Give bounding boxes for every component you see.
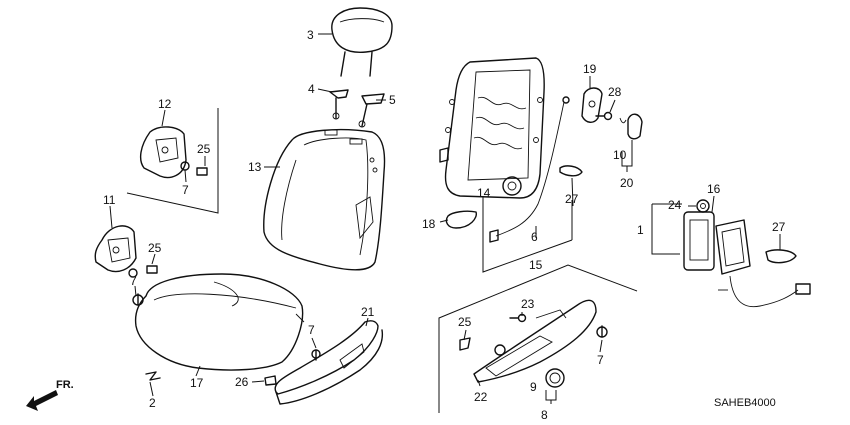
cover-19: [581, 87, 603, 123]
callout-10: 10: [613, 148, 627, 162]
callout-17: 17: [190, 376, 204, 390]
callout-13: 13: [248, 160, 262, 174]
callout-27-right: 27: [772, 220, 786, 234]
callout-21: 21: [361, 305, 375, 319]
callout-7-left: 7: [130, 274, 137, 288]
hook-10: [619, 113, 643, 140]
knob-8: [545, 368, 565, 388]
front-arrow-icon: [26, 390, 58, 411]
front-label: FR.: [56, 379, 74, 391]
seat-back-frame: [439, 57, 545, 199]
callout-14: 14: [477, 186, 491, 200]
callout-24: 24: [668, 198, 682, 212]
front-direction-marker: FR.: [26, 379, 74, 411]
section-dividers: [126, 108, 638, 413]
seat-cushion: [134, 273, 305, 371]
outer-trim: [274, 320, 384, 405]
callout-5: 5: [389, 93, 396, 107]
screw-26: [264, 375, 277, 386]
headrest-guide-left: [329, 89, 349, 120]
callout-labels: 3 4 5 13 12 25 7 11 25 7 17 2 26 7 21 18…: [103, 28, 786, 422]
clip: [145, 371, 161, 381]
strap-upper: [559, 165, 583, 177]
callout-6: 6: [531, 230, 538, 244]
callout-18: 18: [422, 217, 436, 231]
recline-lever: [445, 210, 477, 229]
leader-lines: [109, 33, 781, 404]
callout-15: 15: [529, 258, 543, 272]
callout-12: 12: [158, 97, 172, 111]
callout-7-mid: 7: [308, 323, 315, 337]
callout-19: 19: [583, 62, 597, 76]
seat-rail: [473, 299, 597, 383]
side-bracket-lower: [94, 225, 158, 278]
seat-back: [263, 128, 386, 271]
recliner-cable: [489, 96, 570, 243]
callout-25-upper: 25: [197, 142, 211, 156]
callout-7-right: 7: [597, 353, 604, 367]
callout-7-upper: 7: [182, 183, 189, 197]
clip-25-lower: [459, 337, 471, 351]
screw-28: [595, 111, 613, 121]
bolt-right: [596, 325, 608, 338]
callout-1: 1: [637, 223, 644, 237]
callout-2: 2: [149, 396, 156, 410]
callout-22: 22: [474, 390, 488, 404]
callout-28: 28: [608, 85, 622, 99]
headrest-guide-right: [358, 93, 385, 128]
callout-3: 3: [307, 28, 314, 42]
callout-25-lower: 25: [458, 315, 472, 329]
callout-27-left: 27: [565, 192, 579, 206]
side-airbag-module: [683, 199, 751, 275]
callout-11: 11: [103, 193, 116, 207]
harness: [718, 249, 811, 308]
callout-23: 23: [521, 297, 535, 311]
bolt-23: [509, 313, 527, 323]
callout-9: 9: [530, 380, 537, 394]
callout-8: 8: [541, 408, 548, 422]
callout-20: 20: [620, 176, 634, 190]
headrest: [331, 7, 393, 77]
callout-4: 4: [308, 82, 315, 96]
bolt-left: [132, 293, 144, 306]
callout-25-mid: 25: [148, 241, 162, 255]
callout-16: 16: [707, 182, 721, 196]
callout-26: 26: [235, 375, 249, 389]
diagram-code: SAHEB4000: [714, 397, 776, 409]
